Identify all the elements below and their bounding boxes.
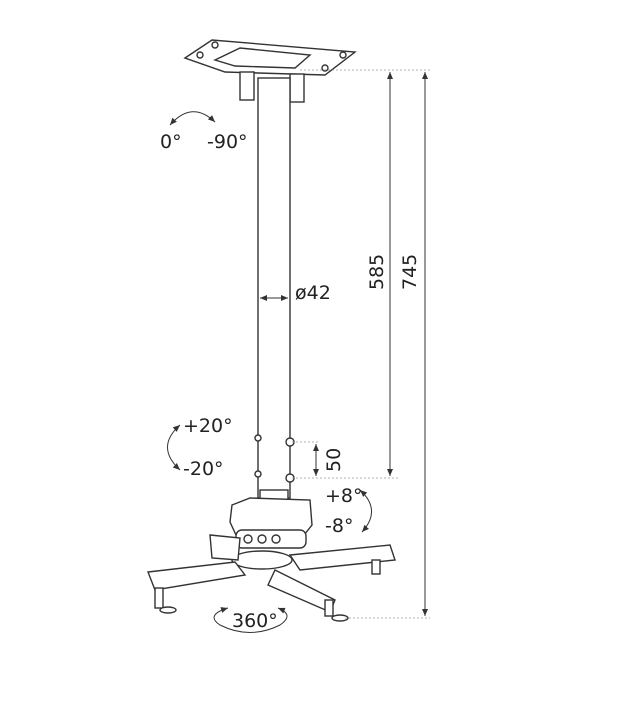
label-360deg: 360° xyxy=(232,610,278,632)
pole xyxy=(254,77,295,519)
swivel-arrow-icon xyxy=(359,489,372,533)
label-0deg: 0° xyxy=(160,131,182,153)
label-50: 50 xyxy=(323,448,345,472)
label-plus20deg: +20° xyxy=(183,415,233,437)
projector-bracket xyxy=(147,497,396,622)
label-minus20deg: -20° xyxy=(183,458,224,480)
label-minus8deg: -8° xyxy=(325,515,353,537)
ceiling-plate xyxy=(183,39,357,103)
label-585: 585 xyxy=(366,254,388,290)
label-minus90deg: -90° xyxy=(207,131,248,153)
tilt-arrow-icon xyxy=(167,424,181,471)
rotate-top-arrow-icon xyxy=(169,111,216,126)
rotate-360-arrow-icon xyxy=(213,607,288,633)
label-745: 745 xyxy=(399,254,421,290)
label-diameter: ø42 xyxy=(295,282,331,304)
dimension-lines xyxy=(260,69,430,619)
label-plus8deg: +8° xyxy=(325,485,363,507)
